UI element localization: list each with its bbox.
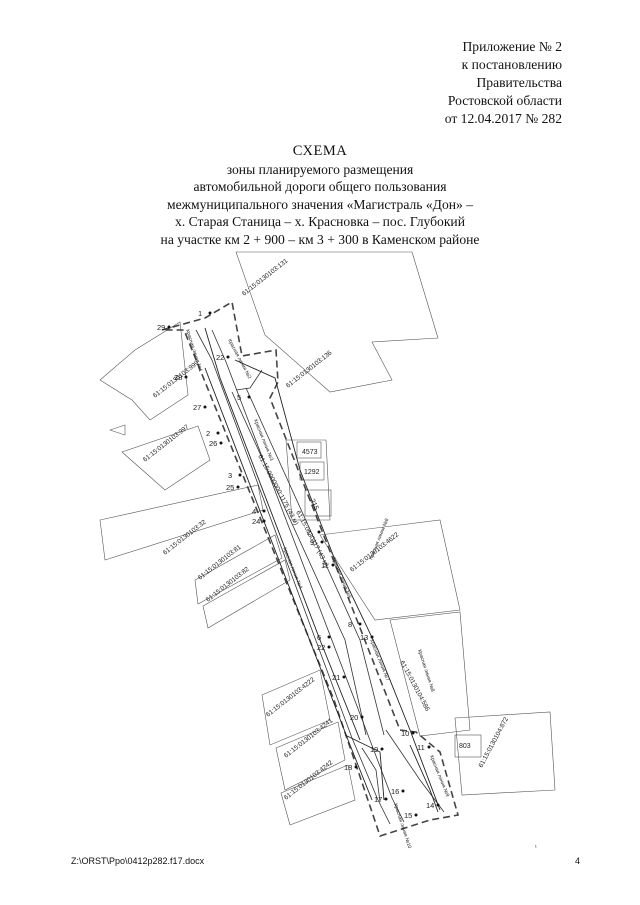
boundary-point-number: 16 (391, 787, 399, 796)
boundary-point-marker (331, 563, 335, 567)
cadastral-number-label: 61:15:0130103:4241 (283, 717, 335, 759)
boundary-point-number: 13 (360, 633, 368, 642)
boundary-point-number: 26 (209, 439, 217, 448)
boundary-point-marker (427, 745, 431, 749)
cadastral-number-label: 61:15:0130103:131 (241, 257, 290, 297)
boundary-point-number: 11 (321, 561, 329, 570)
boundary-point-marker (317, 530, 321, 534)
boundary-point-marker (380, 747, 384, 751)
page-number: 4 (574, 856, 580, 866)
parcel-boundaries (99, 251, 556, 826)
boundary-point-number: 2 (307, 528, 311, 537)
boundary-point-marker (414, 813, 418, 817)
title-line: на участке км 2 + 900 – км 3 + 300 в Кам… (160, 231, 480, 247)
boundary-point-number: 17 (374, 795, 382, 804)
parcel-number-label: 4573 (302, 449, 318, 456)
appendix-line: к постановлению (461, 57, 562, 72)
boundary-point-number: 6 (317, 633, 321, 642)
map-labels: 61:15:0130103:131 61:15:0130103:136 61:15:… (142, 257, 510, 849)
file-path: Z:\ORST\Ppo\0412p282.f17.docx (71, 856, 205, 866)
title-line: х. Старая Станица – х. Красновка – пос. … (175, 214, 465, 229)
title-head: СХЕМА (292, 143, 348, 159)
parcel-number-label: 803 (459, 743, 471, 750)
boundary-point-number: 20 (350, 713, 358, 722)
boundary-point-number: 28 (174, 373, 182, 382)
boundary-point-marker (216, 431, 220, 435)
boundary-point-number: 19 (370, 745, 378, 754)
boundary-point-marker (360, 715, 364, 719)
cadastral-number-label: 61:15:0130104:872 (478, 716, 511, 769)
boundary-point-number: 24 (252, 517, 260, 526)
boundary-point-marker (236, 485, 240, 489)
red-line-label: Красная линия №5 (330, 557, 352, 600)
boundary-point-number: 21 (332, 673, 340, 682)
zone-boundary (161, 300, 460, 838)
boundary-point-marker (401, 789, 405, 793)
boundary-point-number: 14 (426, 801, 434, 810)
boundary-point-number: 5 (237, 393, 241, 402)
boundary-point-marker (327, 645, 331, 649)
boundary-point-marker (342, 675, 346, 679)
boundary-point-marker (219, 441, 223, 445)
stray-mark: ¹ (535, 845, 537, 851)
document-title: СХЕМА зоны планируемого размещения автом… (0, 143, 640, 248)
boundary-point-marker (184, 375, 188, 379)
boundary-point-marker (384, 797, 388, 801)
cadastral-number-label: 61:15:0130103:4242 (283, 759, 335, 801)
boundary-point-number: 11 (417, 743, 425, 752)
boundary-points (167, 311, 440, 817)
boundary-point-marker (436, 803, 440, 807)
boundary-point-number: 2 (206, 429, 210, 438)
boundary-point-marker (320, 540, 324, 544)
parcel-number-label: 1292 (304, 469, 320, 476)
cadastral-number-label: 61:15:0130103:136 (285, 349, 334, 389)
boundary-point-marker (226, 355, 230, 359)
boundary-point-marker (247, 395, 251, 399)
boundary-point-number: 25 (226, 483, 234, 492)
appendix-line: Ростовской области (447, 93, 562, 108)
boundary-point-number: 22 (317, 643, 325, 652)
boundary-point-marker (354, 765, 358, 769)
boundary-point-number: 22 (216, 353, 224, 362)
boundary-point-number: 3 (228, 471, 232, 480)
red-lines (204, 327, 441, 813)
appendix-line: Правительства (476, 75, 562, 90)
cadastral-number-label: 61:15:0130103:997 (142, 423, 191, 463)
boundary-point-marker (208, 311, 212, 315)
boundary-point-marker (327, 635, 331, 639)
boundary-point-number: 27 (193, 403, 201, 412)
red-line-label: Красная линия №10 (392, 803, 412, 850)
boundary-point-number: 1 (198, 309, 202, 318)
appendix-line: от 12.04.2017 № 282 (444, 111, 562, 126)
title-line: межмуниципального значения «Магистраль «… (166, 196, 474, 212)
appendix-block: Приложение № 2 к постановлению Правитель… (322, 38, 562, 128)
cadastral-number-label: 61:15:0130103:32 (162, 519, 208, 557)
boundary-point-number: 4 (252, 507, 256, 516)
boundary-point-marker (167, 325, 171, 329)
boundary-point-marker (411, 731, 415, 735)
boundary-point-number: 8 (348, 620, 352, 629)
appendix-line: Приложение № 2 (462, 39, 562, 54)
title-line: зоны планируемого размещения (226, 161, 414, 177)
boundary-point-marker (370, 635, 374, 639)
boundary-point-marker (262, 509, 266, 513)
parcel-number-label: 215 (308, 498, 319, 512)
title-line: автомобильной дороги общего пользования (193, 179, 447, 194)
boundary-point-marker (203, 405, 207, 409)
boundary-point-marker (262, 519, 266, 523)
boundary-point-marker (238, 473, 242, 477)
boundary-point-number: 18 (344, 763, 352, 772)
boundary-point-marker (358, 622, 362, 626)
red-line-label: Красная линия №7 (368, 639, 390, 682)
boundary-point-number: 10 (401, 729, 409, 738)
boundary-point-number: 15 (404, 811, 412, 820)
boundary-point-number: 9 (310, 538, 314, 547)
boundary-point-number: 29 (157, 323, 165, 332)
